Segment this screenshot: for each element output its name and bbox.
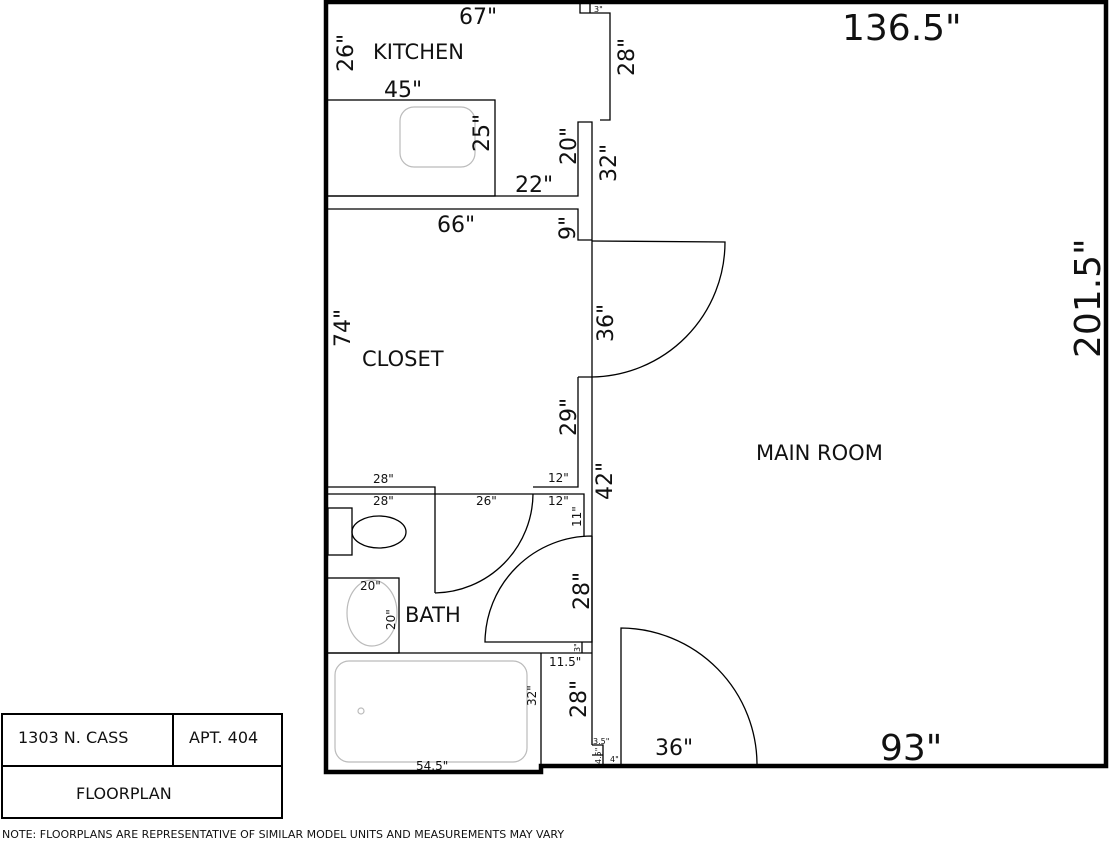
- dim-partition: 20": [557, 127, 582, 165]
- floorplan-label: FLOORPLAN: [76, 784, 172, 803]
- apartment-number: APT. 404: [189, 728, 258, 747]
- room-label-bath: BATH: [405, 603, 461, 627]
- dim-hall-28: 28": [567, 680, 592, 718]
- dim-main-bottom: 93": [880, 728, 942, 769]
- dim-tub-width: 54.5": [416, 759, 448, 773]
- dim-counter: 45": [384, 78, 422, 103]
- dim-sink: 25": [470, 114, 495, 152]
- room-label-closet: CLOSET: [362, 347, 444, 371]
- dim-kitchen-wall: 28": [615, 38, 640, 76]
- entry-door: [620, 627, 758, 767]
- dim-entry-door: 36": [655, 736, 693, 761]
- kitchen-sink: [399, 106, 476, 168]
- dim-bath-3: 3": [573, 643, 582, 652]
- bath-wall: [326, 493, 592, 766]
- dim-closet-top: 66": [437, 213, 475, 238]
- dim-tub-height: 32": [525, 685, 539, 706]
- tub-drain: [357, 707, 365, 715]
- entry-jamb: [592, 744, 604, 766]
- dim-wall-32: 32": [597, 144, 622, 182]
- kitchen-wall: [326, 2, 611, 745]
- dim-small-3-5: 3.5": [593, 737, 609, 746]
- bath-sink: [346, 579, 398, 647]
- dim-bath-door: 28": [570, 572, 595, 610]
- room-label-kitchen: KITCHEN: [373, 40, 464, 64]
- dim-bath-11: 11": [570, 506, 584, 527]
- vanity: [325, 577, 400, 654]
- dim-wall-42: 42": [593, 462, 618, 500]
- dim-closet-9: 9": [556, 216, 581, 240]
- dim-bath-12a: 12": [548, 471, 569, 485]
- dim-closet-side: 74": [331, 309, 356, 347]
- toilet-tank: [327, 507, 353, 556]
- bathtub: [334, 660, 528, 763]
- room-label-main: MAIN ROOM: [756, 441, 883, 465]
- disclaimer-note: NOTE: FLOORPLANS ARE REPRESENTATIVE OF S…: [2, 828, 564, 841]
- closet-door: [591, 240, 726, 378]
- dim-vanity-width: 20": [360, 579, 381, 593]
- dim-closet-29: 29": [557, 398, 582, 436]
- dim-hall-11-5: 11.5": [549, 655, 581, 669]
- dim-kitchen-top: 67": [459, 5, 497, 30]
- address: 1303 N. CASS: [18, 728, 128, 747]
- dim-gap: 22": [515, 173, 553, 198]
- dim-main-width: 136.5": [842, 8, 962, 49]
- closet-wall: [326, 376, 592, 593]
- dim-main-height: 201.5": [1068, 238, 1109, 358]
- dim-small-4: 4": [610, 755, 619, 764]
- dim-kitchen-side: 26": [334, 34, 359, 72]
- dim-kitchen-small: 3": [594, 5, 603, 14]
- dim-bath-26: 26": [476, 494, 497, 508]
- dim-small-4-5: 4.5": [594, 748, 603, 764]
- info-box: 1303 N. CASS APT. 404 FLOORPLAN: [1, 713, 283, 819]
- toilet-bowl: [351, 515, 407, 549]
- dim-vanity-height: 20": [384, 609, 398, 630]
- dim-closet-door: 36": [594, 304, 619, 342]
- dim-bath-12b: 12": [548, 494, 569, 508]
- dim-bath-28b: 28": [373, 494, 394, 508]
- dim-bath-28a: 28": [373, 472, 394, 486]
- bath-door: [484, 535, 593, 643]
- outer-wall: [323, 0, 1109, 775]
